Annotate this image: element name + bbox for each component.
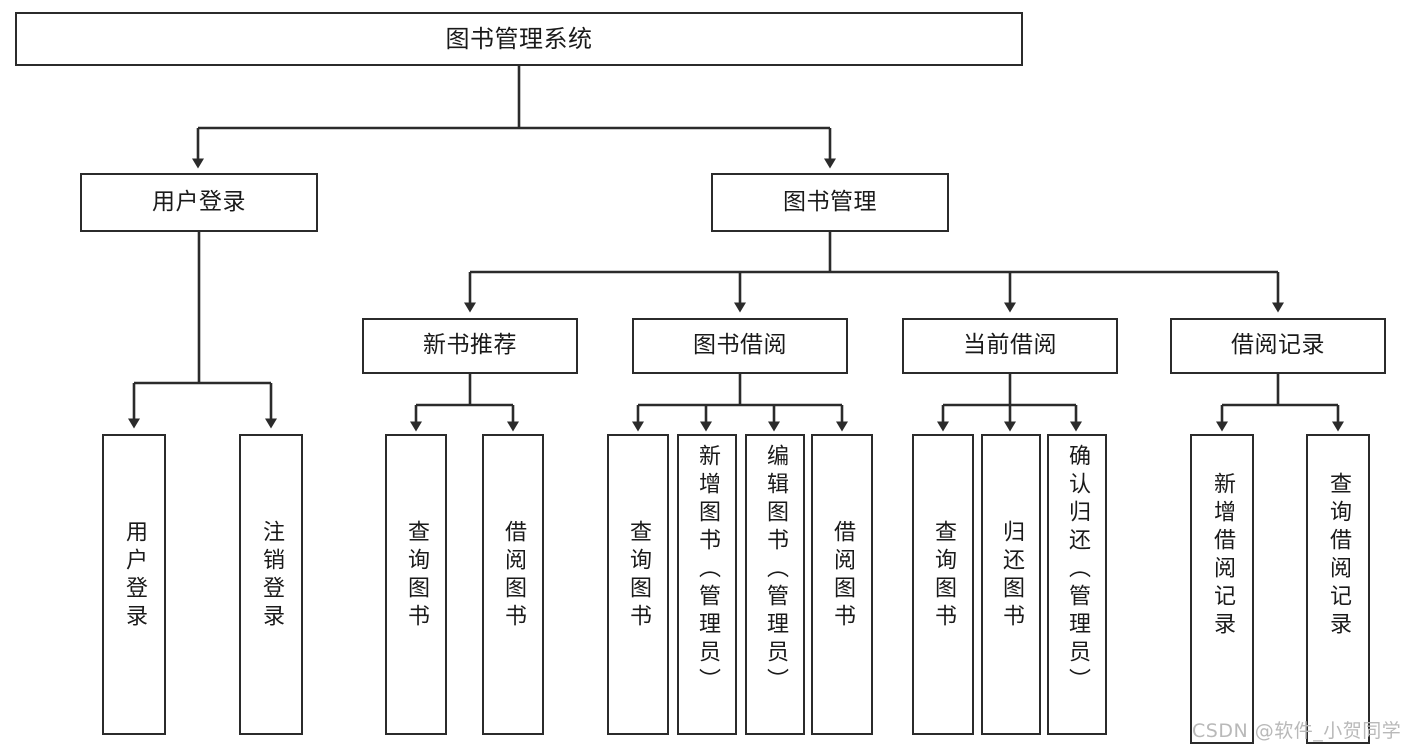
- node-label: 新增图书（管理员）: [695, 444, 720, 696]
- leaf-borrow-book-borrow[interactable]: 借阅图书: [811, 434, 873, 735]
- node-current-borrow[interactable]: 当前借阅: [902, 318, 1118, 374]
- node-label: 归还图书: [999, 520, 1024, 632]
- leaf-user-login[interactable]: 用户登录: [102, 434, 166, 735]
- node-borrow-record[interactable]: 借阅记录: [1170, 318, 1386, 374]
- leaf-logout-login[interactable]: 注销登录: [239, 434, 303, 735]
- leaf-query-borrow-record[interactable]: 查询借阅记录: [1306, 434, 1370, 744]
- node-label: 当前借阅: [963, 332, 1057, 359]
- leaf-return-book[interactable]: 归还图书: [981, 434, 1041, 735]
- leaf-query-book-borrow[interactable]: 查询图书: [607, 434, 669, 735]
- node-label: 新增借阅记录: [1210, 472, 1235, 640]
- node-book-management[interactable]: 图书管理: [711, 173, 949, 232]
- node-label: 图书管理: [783, 188, 877, 215]
- node-label: 图书借阅: [693, 332, 787, 359]
- leaf-borrow-book-recommendation[interactable]: 借阅图书: [482, 434, 544, 735]
- node-label: 用户登录: [122, 520, 147, 632]
- node-label: 图书管理系统: [445, 24, 593, 53]
- node-label: 查询图书: [931, 520, 956, 632]
- node-label: 借阅图书: [501, 520, 526, 632]
- node-label: 新书推荐: [423, 332, 517, 359]
- node-label: 查询借阅记录: [1326, 472, 1351, 640]
- csdn-watermark: CSDN @软件_小贺同学: [1192, 720, 1402, 742]
- node-book-borrow[interactable]: 图书借阅: [632, 318, 848, 374]
- node-label: 编辑图书（管理员）: [763, 444, 788, 696]
- leaf-confirm-return-admin[interactable]: 确认归还（管理员）: [1047, 434, 1107, 735]
- node-label: 查询图书: [626, 520, 651, 632]
- leaf-add-borrow-record[interactable]: 新增借阅记录: [1190, 434, 1254, 744]
- node-new-book-recommendation[interactable]: 新书推荐: [362, 318, 578, 374]
- node-root-book-management-system[interactable]: 图书管理系统: [15, 12, 1023, 66]
- node-user-login[interactable]: 用户登录: [80, 173, 318, 232]
- node-label: 注销登录: [259, 520, 284, 632]
- leaf-edit-book-admin[interactable]: 编辑图书（管理员）: [745, 434, 805, 735]
- node-label: 用户登录: [152, 188, 246, 215]
- node-label: 确认归还（管理员）: [1065, 444, 1090, 696]
- node-label: 查询图书: [404, 520, 429, 632]
- node-label: 借阅图书: [830, 520, 855, 632]
- leaf-query-book-current[interactable]: 查询图书: [912, 434, 974, 735]
- leaf-add-book-admin[interactable]: 新增图书（管理员）: [677, 434, 737, 735]
- node-label: 借阅记录: [1231, 332, 1325, 359]
- leaf-query-book-recommendation[interactable]: 查询图书: [385, 434, 447, 735]
